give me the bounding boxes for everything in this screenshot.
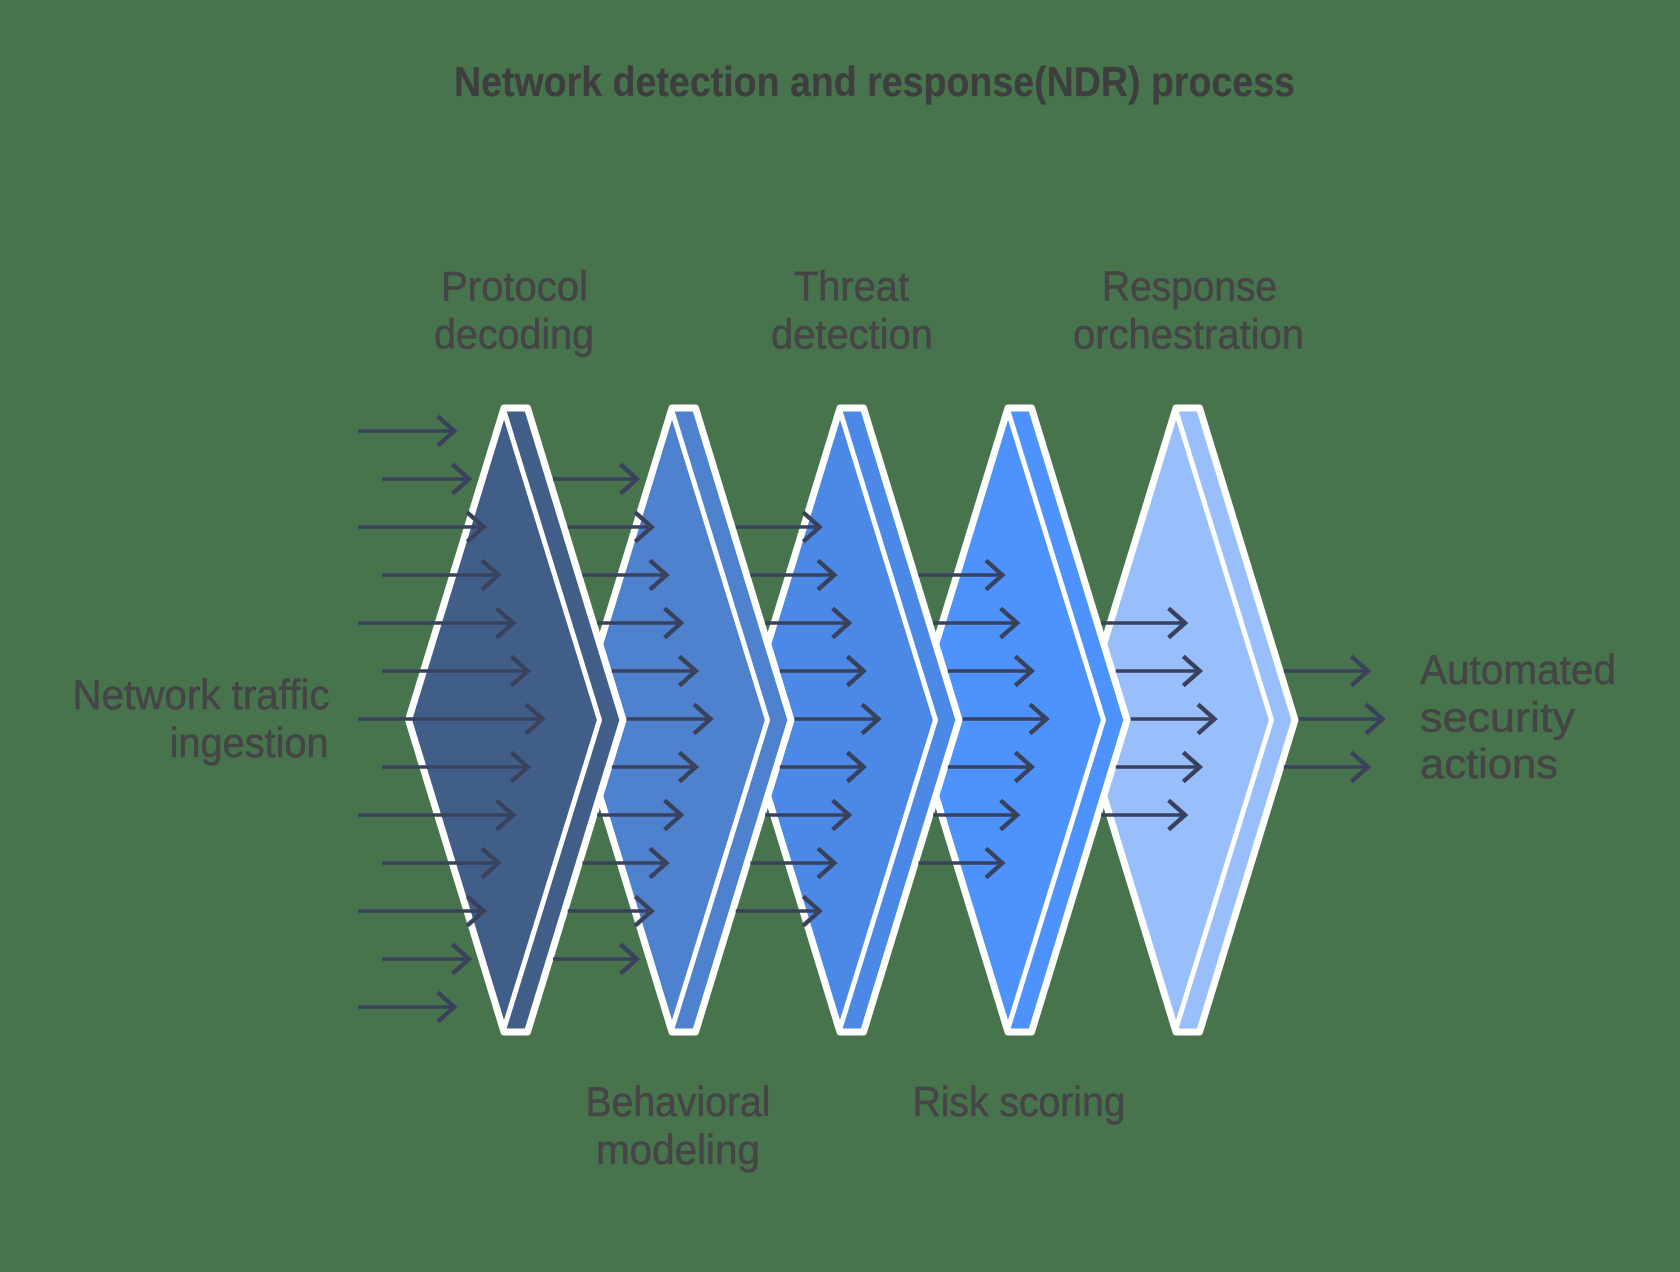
svg-text:decoding: decoding: [434, 311, 594, 358]
svg-text:Behavioral: Behavioral: [586, 1078, 771, 1125]
svg-text:Risk scoring: Risk scoring: [913, 1078, 1126, 1125]
svg-text:Automated: Automated: [1420, 646, 1616, 693]
svg-text:Threat: Threat: [794, 263, 909, 310]
svg-text:Network traffic: Network traffic: [73, 671, 330, 718]
svg-text:detection: detection: [771, 311, 933, 358]
svg-text:security: security: [1420, 694, 1575, 741]
svg-text:orchestration: orchestration: [1073, 311, 1304, 358]
svg-text:Protocol: Protocol: [441, 263, 588, 310]
svg-text:ingestion: ingestion: [170, 719, 329, 766]
svg-text:Response: Response: [1102, 263, 1277, 310]
svg-text:actions: actions: [1420, 740, 1558, 787]
svg-text:Network detection and response: Network detection and response(NDR) proc…: [454, 58, 1295, 105]
svg-text:modeling: modeling: [596, 1126, 760, 1173]
